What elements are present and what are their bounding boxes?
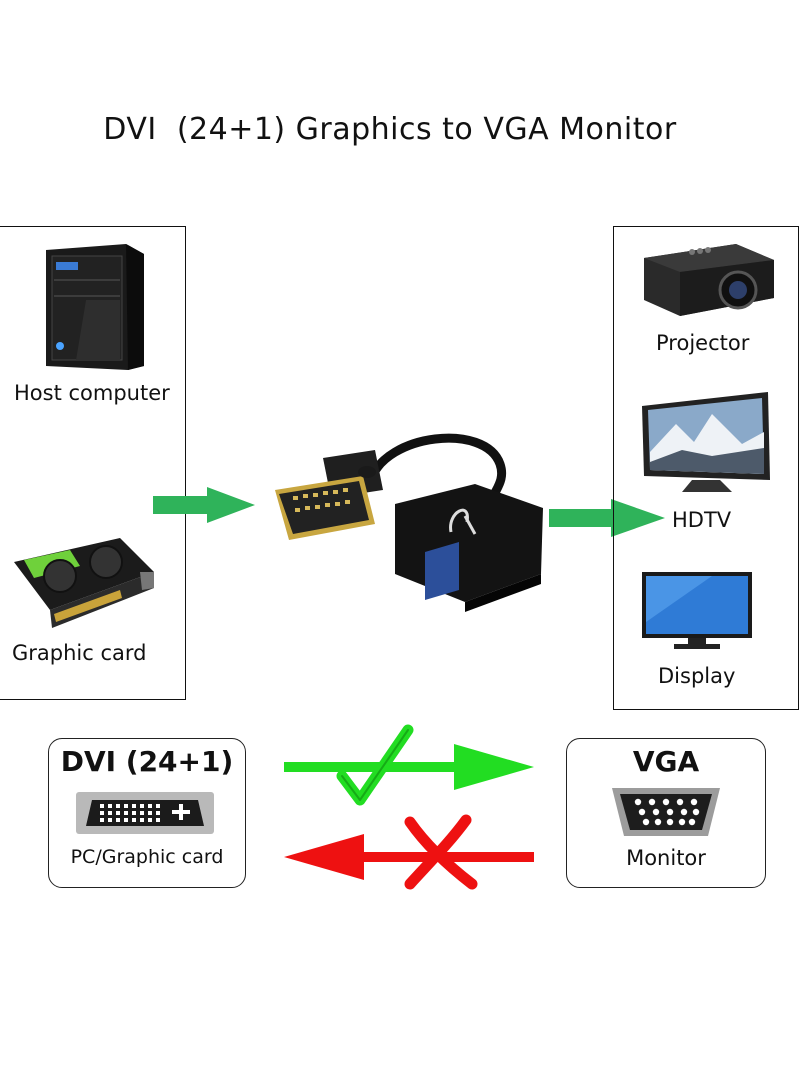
- host-computer-label: Host computer: [14, 381, 170, 405]
- unsupported-direction-arrow: [284, 814, 534, 890]
- source-devices-panel: [0, 226, 186, 700]
- display-label: Display: [658, 664, 736, 688]
- display-icon: [642, 572, 752, 649]
- hdtv-label: HDTV: [672, 508, 732, 532]
- supported-direction-arrow: [284, 724, 534, 806]
- vga-port-icon: [612, 788, 720, 836]
- output-arrow: [549, 499, 665, 537]
- host-computer-icon: [46, 244, 144, 370]
- graphic-card-icon: [14, 538, 154, 628]
- projector-label: Projector: [656, 331, 750, 355]
- vga-title: VGA: [632, 745, 700, 778]
- dvi-title: DVI (24+1): [60, 745, 234, 778]
- vga-subtitle: Monitor: [626, 846, 706, 870]
- graphic-card-label: Graphic card: [12, 641, 147, 665]
- dvi-to-vga-adapter-image: [275, 433, 543, 612]
- dvi-subtitle: PC/Graphic card: [70, 846, 224, 868]
- projector-icon: [644, 244, 774, 316]
- hdtv-icon: [642, 392, 770, 492]
- page-title: DVI (24+1) Graphics to VGA Monitor: [103, 112, 677, 147]
- output-devices-panel: [613, 226, 799, 710]
- dvi-port-icon: [76, 792, 214, 834]
- input-arrow: [153, 487, 255, 523]
